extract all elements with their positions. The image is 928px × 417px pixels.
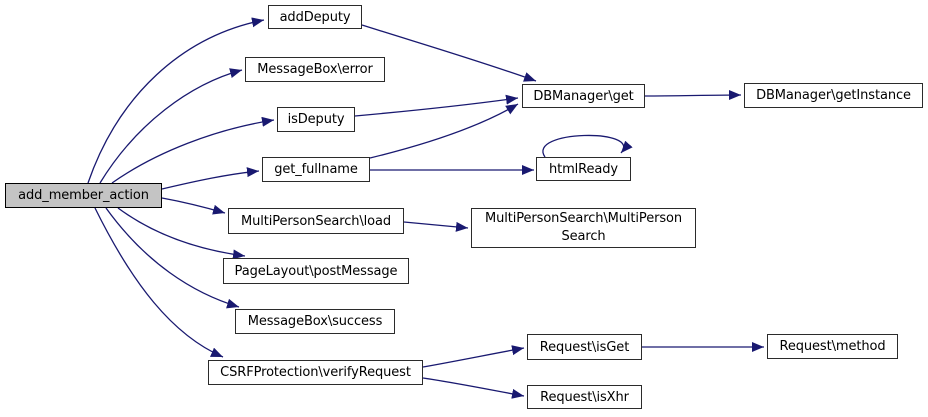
node-label: CSRFProtection\verifyRequest: [220, 365, 411, 380]
edge-MultiPersonSearch_load-MultiPersonSearch_MultiPersonSearch: [403, 221, 469, 232]
edge-CSRFProtection_verifyRequest-Request_isGet: [422, 345, 525, 368]
node-request-isget[interactable]: Request\isGet: [527, 334, 642, 360]
node-dbmanager-getinstance[interactable]: DBManager\getInstance: [744, 83, 923, 108]
edge-add_member_action-MessageBox_success: [105, 207, 240, 309]
node-label-line2: Search: [561, 229, 606, 244]
edge-add_member_action-CSRFProtection_verifyRequest: [94, 207, 224, 358]
node-get-fullname[interactable]: get_fullname: [262, 157, 370, 182]
node-label: DBManager\get: [533, 88, 634, 104]
node-messagebox-error[interactable]: MessageBox\error: [245, 57, 385, 82]
node-label-line1: MultiPersonSearch\MultiPerson: [484, 211, 683, 227]
node-label: addDeputy: [279, 9, 351, 25]
node-label: Request\method: [779, 339, 886, 354]
node-label: add_member_action: [18, 188, 149, 203]
edge-add_member_action-get_fullname: [161, 167, 260, 190]
node-add-member-action[interactable]: add_member_action: [5, 183, 162, 208]
edge-add_member_action-MessageBox_error: [99, 68, 243, 184]
edge-htmlReady-htmlReady-selfloop: [542, 134, 633, 158]
edge-add_member_action-MultiPersonSearch_load: [161, 197, 226, 215]
node-htmlready[interactable]: htmlReady: [536, 157, 631, 181]
node-label: htmlReady: [548, 161, 619, 177]
node-label: MessageBox\error: [257, 62, 373, 77]
node-label: MultiPersonSearch\load: [240, 213, 392, 229]
node-label: get_fullname: [274, 162, 358, 177]
node-label: isDeputy: [287, 112, 345, 127]
node-label: Request\isGet: [539, 339, 630, 355]
node-multipersonsearch-multipersonsearch[interactable]: MultiPersonSearch\MultiPerson Search: [471, 208, 696, 248]
edge-add_member_action-addDeputy: [87, 17, 265, 184]
node-isdeputy[interactable]: isDeputy: [277, 107, 355, 132]
node-adddeputy[interactable]: addDeputy: [268, 5, 362, 29]
edge-DBManager_get-DBManager_getInstance: [644, 90, 742, 101]
edge-isDeputy-DBManager_get: [354, 94, 519, 117]
node-csrfprotection-verifyrequest[interactable]: CSRFProtection\verifyRequest: [208, 360, 423, 385]
node-request-isxhr[interactable]: Request\isXhr: [527, 385, 642, 409]
node-messagebox-success[interactable]: MessageBox\success: [235, 309, 395, 334]
node-pagelayout-postmessage[interactable]: PageLayout\postMessage: [223, 258, 409, 284]
node-multipersonsearch-load[interactable]: MultiPersonSearch\load: [228, 208, 404, 234]
node-label: DBManager\getInstance: [756, 88, 911, 103]
edge-CSRFProtection_verifyRequest-Request_isXhr: [422, 377, 525, 399]
node-request-method[interactable]: Request\method: [767, 334, 898, 359]
node-dbmanager-get[interactable]: DBManager\get: [522, 84, 645, 108]
edge-add_member_action-PageLayout_postMessage: [117, 207, 246, 260]
node-label: Request\isXhr: [540, 389, 629, 405]
node-label: PageLayout\postMessage: [234, 263, 398, 279]
edge-addDeputy-DBManager_get: [361, 24, 537, 82]
node-label: MessageBox\success: [247, 314, 383, 329]
edge-get_fullname-DBManager_get: [369, 103, 519, 159]
edge-add_member_action-isDeputy: [111, 116, 275, 184]
